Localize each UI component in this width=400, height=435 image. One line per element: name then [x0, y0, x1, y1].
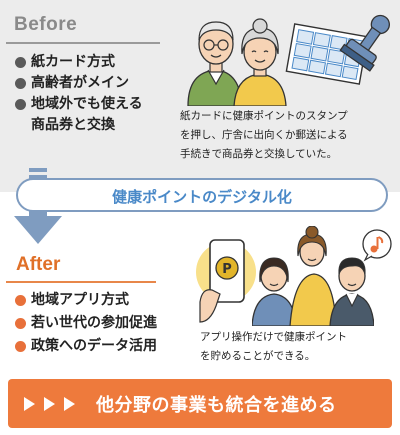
elderly-couple-icon	[187, 18, 287, 106]
bullet-icon	[15, 78, 26, 89]
young-people-icon	[252, 226, 374, 326]
before-list: 紙カード方式 高齢者がメイン 地域外でも使える 商品券と交換	[14, 52, 143, 136]
summary-banner: 他分野の事業も統合を進める	[8, 379, 392, 428]
before-title: Before	[14, 14, 78, 35]
after-caption: アプリ操作だけで健康ポイント を貯めることができる。	[200, 331, 347, 362]
after-item: 政策へのデータ活用	[14, 335, 157, 358]
before-item-continued: 商品券と交換	[31, 117, 115, 133]
triangle-arrow-icon	[64, 397, 75, 411]
after-item: 地域アプリ方式	[14, 289, 157, 312]
smartphone-point-icon: P	[196, 239, 256, 323]
before-item: 地域外でも使える	[14, 94, 143, 115]
bullet-icon	[15, 295, 26, 306]
after-divider	[6, 281, 156, 283]
after-title: After	[16, 254, 61, 275]
banner-label: 健康ポイントのデジタル化	[112, 188, 292, 206]
digitalization-banner: 健康ポイントのデジタル化	[16, 178, 388, 212]
svg-text:P: P	[222, 262, 232, 277]
bullet-icon	[15, 318, 26, 329]
before-caption: 紙カードに健康ポイントのスタンプ を押し、庁舎に出向くか郵送による 手続きで商品…	[180, 110, 348, 160]
before-divider	[6, 42, 160, 44]
before-item: 紙カード方式	[14, 52, 143, 73]
bullet-icon	[15, 99, 26, 110]
music-note-icon	[362, 229, 392, 262]
triangle-arrow-icon	[44, 397, 55, 411]
after-item: 若い世代の参加促進	[14, 312, 157, 335]
after-list: 地域アプリ方式 若い世代の参加促進 政策へのデータ活用	[14, 289, 157, 358]
summary-text: 他分野の事業も統合を進める	[96, 395, 337, 416]
stamp-icon	[339, 14, 390, 72]
bullet-icon	[15, 341, 26, 352]
triangle-arrow-icon	[24, 397, 35, 411]
before-item: 高齢者がメイン	[14, 73, 143, 94]
bullet-icon	[15, 57, 26, 68]
